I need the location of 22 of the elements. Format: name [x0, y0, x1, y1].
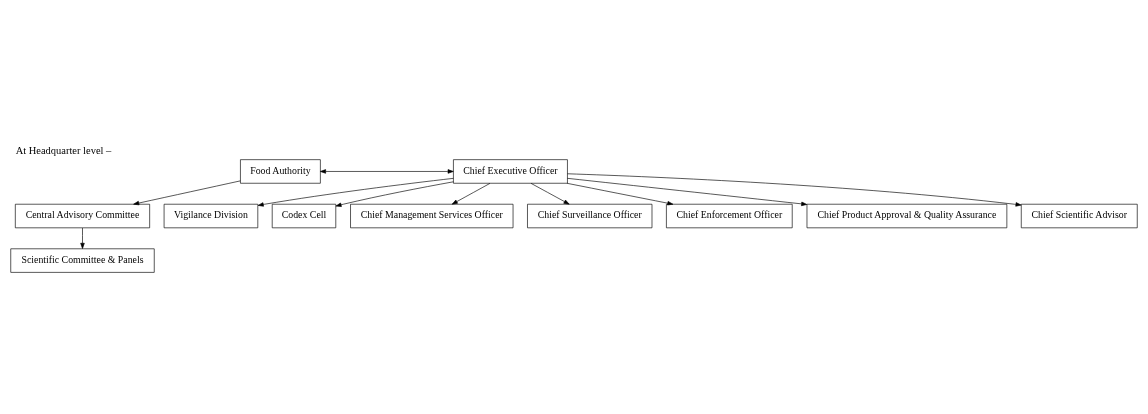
node-box: Chief Management Services Officer [350, 203, 514, 228]
arrow [566, 182, 674, 205]
arrow [335, 181, 454, 207]
node-box: Chief Executive Officer [453, 158, 568, 184]
arrow [257, 177, 454, 207]
node-box: Scientific Committee & Panels [10, 247, 155, 273]
arrow [567, 177, 808, 206]
node-box: Chief Surveillance Officer [527, 203, 653, 228]
diagram-title: At Headquarter level – [15, 144, 112, 156]
node-box: Food Authority [240, 158, 321, 184]
node-box: Codex Cell [271, 203, 337, 228]
arrow [133, 180, 241, 205]
node-box: Chief Product Approval & Quality Assurance [806, 203, 1008, 228]
node-box: Chief Enforcement Officer [666, 203, 793, 228]
arrow [451, 182, 491, 204]
node-box: Chief Scientific Advisor [1020, 203, 1138, 228]
arrow [567, 172, 1022, 207]
arrow [530, 182, 570, 204]
arrow [320, 168, 454, 174]
node-box: Vigilance Division [163, 203, 259, 228]
node-box: Central Advisory Committee [15, 203, 150, 228]
arrow [80, 227, 85, 249]
